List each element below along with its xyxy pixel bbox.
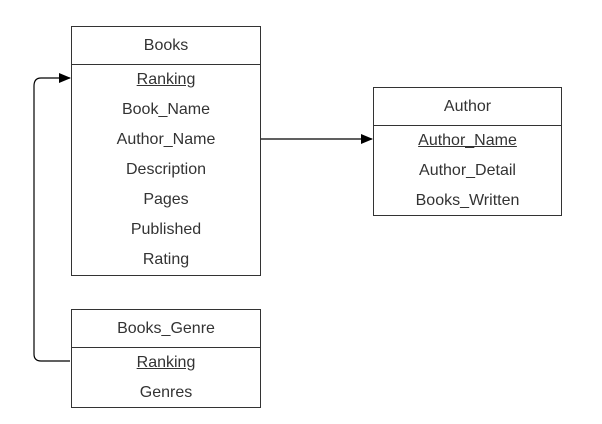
field-books-pages: Pages [143,191,189,208]
entity-author[interactable]: Author Author_Name Author_Detail Books_W… [373,87,562,216]
field-books-author-name: Author_Name [116,131,216,148]
field-books-ranking: Ranking [136,71,196,88]
field-books-genre-ranking: Ranking [136,354,196,371]
field-books-book-name: Book_Name [121,101,211,118]
field-books-description: Description [125,161,207,178]
field-books-rating: Rating [142,251,190,268]
entity-books-title: Books [72,27,260,65]
relationship-genre-books-line [33,73,71,362]
entity-author-title: Author [374,88,561,126]
entity-books[interactable]: Books Ranking Book_Name Author_Name Desc… [71,26,261,276]
field-author-author-detail: Author_Detail [419,162,516,179]
field-books-published: Published [130,221,202,238]
field-books-genre-genres: Genres [139,384,193,401]
entity-books-genre[interactable]: Books_Genre Ranking Genres [71,309,261,408]
field-author-books-written: Books_Written [415,192,520,209]
entity-books-genre-title: Books_Genre [72,310,260,348]
field-author-author-name: Author_Name [418,132,517,149]
